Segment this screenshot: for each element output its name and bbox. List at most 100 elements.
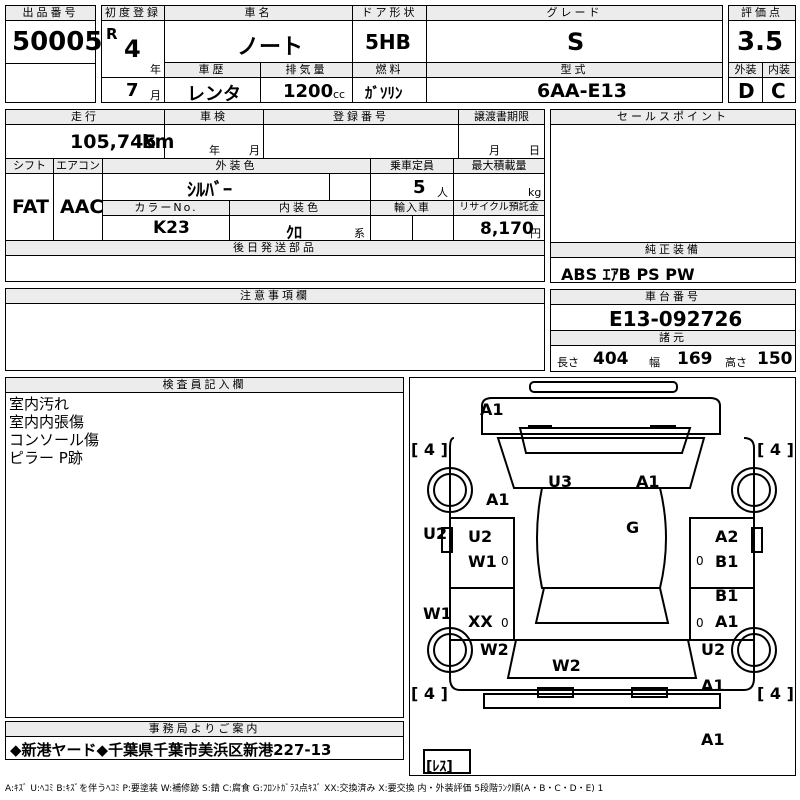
inspection-year-unit: 年 bbox=[209, 144, 220, 157]
rating-cell: 3.5 bbox=[728, 20, 796, 63]
mileage-cell: 105,745 km bbox=[5, 124, 174, 159]
genuine-equipment-cell: ABS ｴｱB PS PW bbox=[550, 257, 796, 284]
reg-no-cell bbox=[263, 124, 459, 159]
length-label: 長さ bbox=[557, 356, 579, 369]
lot-no-value: 50005 bbox=[12, 27, 103, 57]
max-load-cell: kg bbox=[453, 173, 545, 201]
lot-no-blank bbox=[5, 63, 96, 103]
history-value: レンタ bbox=[187, 84, 241, 105]
color-no-value: K23 bbox=[153, 218, 190, 238]
mileage-value: 105,745 bbox=[70, 131, 157, 153]
inspector-notes-list: 室内汚れ 室内内張傷 コンソール傷 ピラー P跡 bbox=[9, 395, 99, 467]
recycle-value: 8,170 bbox=[480, 219, 534, 239]
transfer-day-unit: 日 bbox=[529, 144, 540, 157]
width-value: 169 bbox=[677, 349, 713, 369]
inspector-note: ピラー P跡 bbox=[9, 449, 83, 467]
reg-no-header: 登録番号 bbox=[263, 109, 459, 125]
damage-right-rear-door: A1 bbox=[715, 612, 739, 631]
rating-value: 3.5 bbox=[737, 27, 784, 57]
door-type-header: ドア形状 bbox=[352, 5, 427, 21]
damage-left-rear-fender: W2 bbox=[480, 640, 509, 659]
office-info-header: 事務局よりご案内 bbox=[5, 721, 404, 737]
damage-right-front-door: B1 bbox=[715, 552, 739, 571]
aircon-cell: AAC bbox=[53, 173, 103, 241]
damage-roof: G bbox=[626, 518, 640, 537]
fuel-header: 燃料 bbox=[352, 62, 427, 78]
inspection-month-unit: 月 bbox=[249, 144, 260, 157]
inspector-notes-cell: 室内汚れ 室内内張傷 コンソール傷 ピラー P跡 bbox=[5, 392, 404, 718]
fuel-cell: ｶﾞｿﾘﾝ bbox=[352, 77, 427, 103]
displacement-value: 1200 bbox=[283, 81, 334, 102]
damage-front-bumper: A1 bbox=[480, 400, 504, 419]
km-unit: km bbox=[142, 131, 175, 153]
car-name-header: 車名 bbox=[164, 5, 353, 21]
chassis-no-cell: E13-092726 bbox=[550, 304, 796, 331]
door-type-value: 5HB bbox=[365, 30, 411, 54]
int-color-value: ｸﾛ bbox=[286, 223, 303, 242]
dimensions-cell: 長さ 404 幅 169 高さ 150 bbox=[550, 345, 796, 372]
displacement-cell: 1200 cc bbox=[260, 77, 353, 103]
damage-rear-right: A1 bbox=[701, 676, 725, 695]
first-reg-year-cell: R 4 年 bbox=[101, 20, 165, 78]
capacity-header: 乗車定員 bbox=[370, 158, 454, 174]
exterior-header: 外装 bbox=[728, 62, 763, 78]
damage-left-rear-door: XX bbox=[468, 612, 493, 631]
color-no-header: カラーNo. bbox=[102, 200, 230, 216]
interior-grade-value: C bbox=[771, 79, 786, 103]
legend: A:ｷｽﾞ U:ﾍｺﾐ B:ｷｽﾞを伴うﾍｺﾐ P:要塗装 W:補修跡 S:錆 … bbox=[5, 784, 604, 794]
damage-trunk: W2 bbox=[552, 656, 581, 675]
max-load-header: 最大積載量 bbox=[453, 158, 545, 174]
recycle-header: リサイクル預託金 bbox=[453, 200, 545, 216]
displacement-header: 排気量 bbox=[260, 62, 353, 78]
ext-color-cell: ｼﾙﾊﾞｰ bbox=[102, 173, 330, 201]
kei-unit: 系 bbox=[354, 227, 365, 240]
dimensions-header: 諸元 bbox=[550, 330, 796, 346]
zero-mark: 0 bbox=[696, 616, 704, 630]
damage-rear-bumper: A1 bbox=[701, 730, 725, 749]
first-reg-header: 初度登録 bbox=[101, 5, 165, 21]
inspection-header: 車検 bbox=[164, 109, 264, 125]
transfer-deadline-header: 譲渡書期限 bbox=[458, 109, 545, 125]
model-header: 型式 bbox=[426, 62, 723, 78]
chassis-no-value: E13-092726 bbox=[609, 307, 743, 331]
aircon-value: AAC bbox=[60, 196, 104, 218]
damage-left-front-door: W1 bbox=[468, 552, 497, 571]
import-header: 輸入車 bbox=[370, 200, 454, 216]
int-color-header: 内装色 bbox=[229, 200, 371, 216]
aircon-header: エアコン bbox=[53, 158, 103, 174]
sales-point-header: セールスポイント bbox=[550, 109, 796, 125]
history-header: 車歴 bbox=[164, 62, 261, 78]
shift-value: FAT bbox=[12, 196, 49, 218]
damage-right-front-door-top: A2 bbox=[715, 527, 739, 546]
ext-color-value: ｼﾙﾊﾞｰ bbox=[187, 180, 232, 201]
damage-windshield-left: U3 bbox=[548, 472, 573, 491]
lot-no-cell: 50005 bbox=[5, 20, 102, 64]
inspector-header: 検査員記入欄 bbox=[5, 377, 404, 393]
later-parts-header: 後日発送部品 bbox=[5, 240, 545, 256]
first-reg-year-value: 4 bbox=[124, 35, 141, 63]
tire-spare: [ﾚｽ] bbox=[426, 759, 453, 775]
capacity-cell: 5 人 bbox=[370, 173, 454, 201]
era-value: R bbox=[106, 25, 118, 43]
interior-grade-cell: C bbox=[762, 77, 796, 103]
ext-color-extra-cell bbox=[329, 173, 371, 201]
later-parts-cell bbox=[5, 255, 545, 282]
car-outline-drawing bbox=[423, 381, 777, 774]
inspector-note: 室内内張傷 bbox=[9, 413, 85, 431]
month-unit: 月 bbox=[150, 89, 161, 102]
model-value: 6AA-E13 bbox=[537, 80, 627, 102]
zero-mark: 0 bbox=[501, 616, 509, 630]
grade-header: グレード bbox=[426, 5, 723, 21]
interior-header: 内装 bbox=[762, 62, 796, 78]
int-color-cell: ｸﾛ 系 bbox=[229, 215, 371, 242]
transfer-deadline-cell: 月 日 bbox=[458, 124, 545, 159]
damage-left-front-door-top: U2 bbox=[468, 527, 493, 546]
length-value: 404 bbox=[593, 349, 629, 369]
damage-windshield-right: A1 bbox=[636, 472, 660, 491]
car-name-cell: ノート bbox=[164, 20, 353, 63]
office-info-cell: ◆新港ヤード◆千葉県千葉市美浜区新港227-13 bbox=[5, 736, 404, 760]
cc-unit: cc bbox=[333, 88, 346, 101]
mileage-header: 走行 bbox=[5, 109, 165, 125]
office-info-value: ◆新港ヤード◆千葉県千葉市美浜区新港227-13 bbox=[10, 741, 332, 759]
damage-diagram: A1 A1 U3 A1 G U2 U2 W1 W1 XX W2 W2 A2 B1… bbox=[409, 377, 796, 776]
